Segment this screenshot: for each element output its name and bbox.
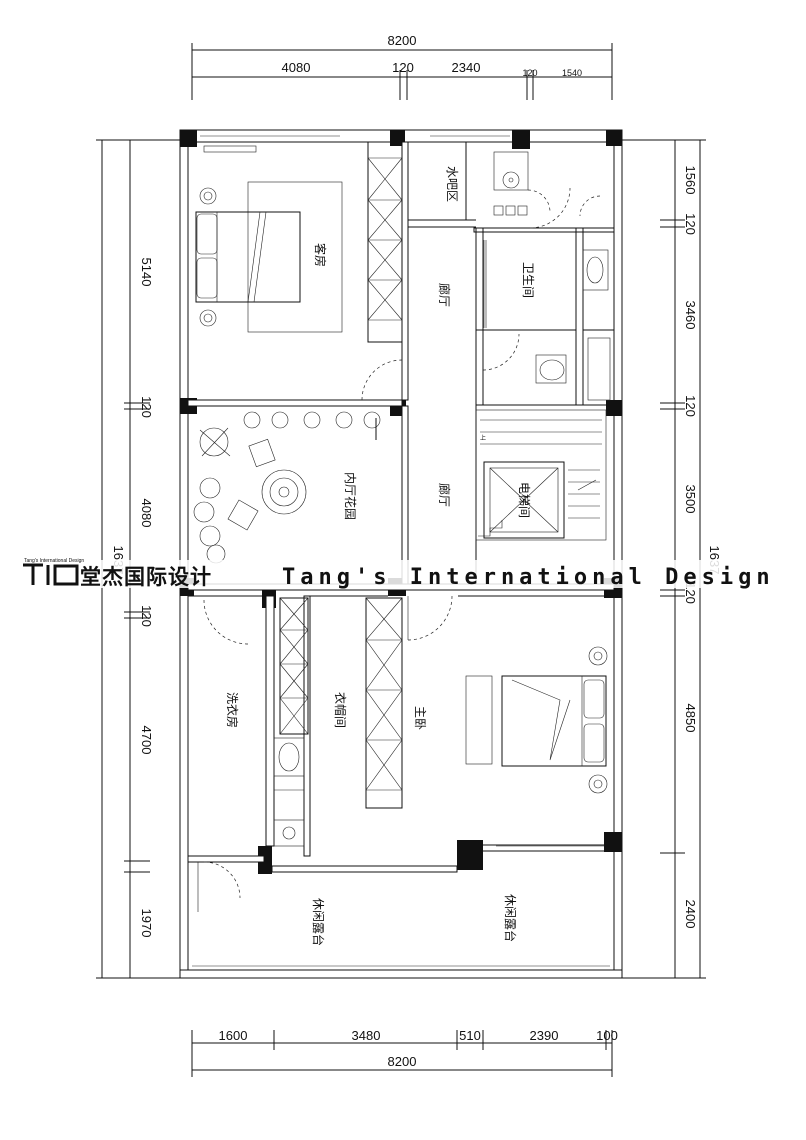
- room-labels: 客房 水吧区 廊厅 卫生间 内厅花园 廊厅 电梯间 洗衣房 衣帽间 主卧 休闲露…: [225, 166, 535, 946]
- dim-left-seg6: 1970: [139, 909, 154, 938]
- dim-top-seg2: 120: [392, 60, 414, 75]
- water-bar-fixtures: [493, 151, 529, 216]
- dim-right-seg4: 120: [683, 395, 698, 417]
- staircase: [475, 409, 607, 541]
- top-dimensions: 8200 4080 120 2340 120 1540: [191, 33, 613, 100]
- label-terrace-left: 休闲露台: [311, 898, 326, 946]
- label-bathroom: 卫生间: [521, 262, 535, 298]
- brand-logo: [23, 563, 79, 586]
- label-elevator: 电梯间: [517, 482, 531, 518]
- dim-top-seg4: 120: [522, 68, 537, 78]
- dim-right-seg3: 3460: [683, 301, 698, 330]
- label-master-bedroom: 主卧: [413, 706, 427, 730]
- label-guest-room: 客房: [313, 243, 328, 267]
- dim-left-seg4: 120: [139, 605, 154, 627]
- label-water-bar: 水吧区: [445, 166, 459, 202]
- dim-right-seg5: 3500: [683, 485, 698, 514]
- dim-top-seg1: 4080: [282, 60, 311, 75]
- dim-bottom-seg5: 100: [596, 1028, 618, 1043]
- dim-bottom-total: 8200: [388, 1054, 417, 1069]
- guest-wardrobe: [203, 141, 403, 343]
- dim-left-seg3: 4080: [139, 499, 154, 528]
- right-dimensions: 1560 120 3460 120 3500 120 4850 2400 163…: [620, 139, 722, 979]
- label-inner-garden: 内厅花园: [343, 472, 358, 520]
- master-bed: [465, 646, 608, 794]
- garden-planting: [193, 411, 381, 564]
- dim-right-seg1: 1560: [683, 166, 698, 195]
- interior-walls: [187, 141, 615, 873]
- label-laundry: 洗衣房: [225, 692, 240, 728]
- bathroom-fixtures: [483, 240, 611, 401]
- dim-bottom-seg3: 510: [459, 1028, 481, 1043]
- dim-top-total: 8200: [388, 33, 417, 48]
- label-cloakroom: 衣帽间: [333, 692, 348, 728]
- brand-name-cn: 堂杰国际设计: [80, 565, 212, 589]
- dim-bottom-seg1: 1600: [219, 1028, 248, 1043]
- dim-left-seg5: 4700: [139, 726, 154, 755]
- dim-right-seg2: 120: [683, 213, 698, 235]
- doors: [197, 187, 604, 912]
- label-hall-upper: 廊厅: [437, 283, 452, 307]
- brand-tagline: Tang's International Design: [24, 558, 84, 564]
- dim-right-seg8: 2400: [683, 900, 698, 929]
- elevator-shaft: [483, 461, 565, 539]
- cloakroom-cabinets: [279, 597, 403, 809]
- laundry-fixtures: [273, 737, 305, 847]
- dim-left-seg1: 5140: [139, 258, 154, 287]
- label-up: 上: [480, 434, 486, 442]
- label-hall-lower: 廊厅: [437, 483, 452, 507]
- brand-watermark: Tang's International Design 堂杰国际设计 Tang'…: [20, 558, 775, 590]
- bottom-dimensions: 1600 3480 510 2390 100 8200: [191, 1028, 618, 1077]
- dim-bottom-seg2: 3480: [352, 1028, 381, 1043]
- dim-bottom-seg4: 2390: [530, 1028, 559, 1043]
- label-terrace-right: 休闲露台: [503, 894, 518, 942]
- brand-name-en: Tang's International Design: [282, 565, 775, 590]
- dim-top-seg3: 2340: [452, 60, 481, 75]
- dim-right-seg7: 4850: [683, 704, 698, 733]
- dim-top-seg5: 1540: [562, 68, 582, 78]
- dim-left-seg2: 120: [139, 396, 154, 418]
- guest-bed: [195, 181, 343, 333]
- left-dimensions: 5140 120 4080 120 4700 1970 1637: [96, 139, 180, 979]
